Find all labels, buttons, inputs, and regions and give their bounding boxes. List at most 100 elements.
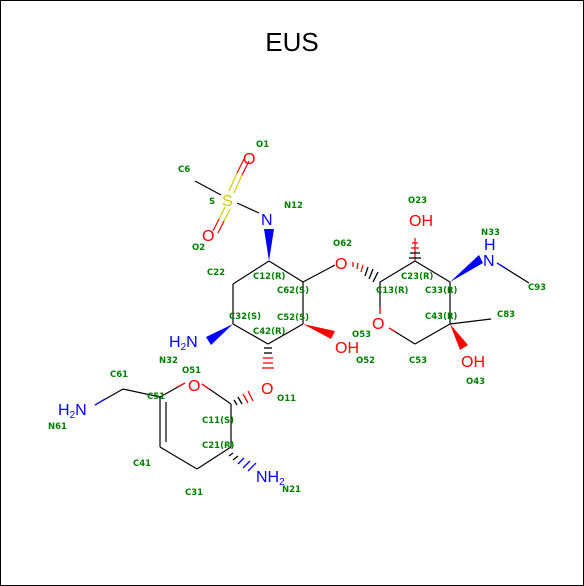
atom-n61: H2N — [58, 402, 87, 421]
label-n21: N21 — [282, 485, 301, 495]
bond-o51-c11-red — [201, 383, 210, 390]
hash-c42-o11 — [264, 347, 272, 354]
hash-c11-o11 — [233, 396, 243, 406]
label-o23: O23 — [408, 196, 427, 206]
bond-s-o1-a — [228, 172, 238, 192]
hash-c42-o11-red — [262, 357, 274, 369]
atom-n33-n: N — [483, 253, 495, 270]
atom-o1: O — [243, 151, 255, 168]
atom-o53: O — [372, 316, 384, 333]
bond-c52-c42 — [267, 323, 304, 345]
label-c22: C22 — [207, 268, 225, 278]
bond-c23-c33 — [414, 260, 451, 283]
bond-c43-c53 — [414, 323, 451, 345]
label-n32: N32 — [159, 356, 178, 366]
atom-n12: N — [261, 212, 273, 229]
label-c32: C32(S) — [229, 312, 261, 322]
atom-n21: NH2 — [256, 469, 285, 488]
label-c61: C61 — [110, 370, 128, 380]
label-c23: C23(R) — [401, 272, 433, 282]
hash-o62-c13-black — [364, 266, 379, 283]
bond-c12-c62 — [268, 260, 304, 283]
wedge-c12-n12 — [264, 229, 274, 261]
label-s: S — [209, 197, 215, 207]
label-c12: C12(R) — [253, 272, 285, 282]
bond-c13-c23 — [379, 260, 416, 283]
label-c6: C6 — [178, 165, 190, 175]
bond-s-o2-d — [217, 220, 225, 234]
hash-c23-o23 — [411, 242, 419, 249]
atom-n33-h: H — [484, 237, 496, 254]
label-o52: O52 — [356, 356, 375, 366]
atom-o2: O — [202, 228, 214, 245]
label-n61: N61 — [48, 422, 67, 432]
label-c62: C62(S) — [277, 286, 309, 296]
atom-o52: OH — [335, 340, 359, 357]
atom-o11: O — [261, 381, 273, 398]
bond-c12-c22 — [232, 260, 270, 285]
bond-s-o1-d — [241, 160, 250, 176]
label-c21: C21(R) — [202, 441, 234, 451]
atom-o51: O — [188, 378, 200, 395]
hash-o62-c13 — [352, 262, 364, 273]
label-c42: C42(R) — [253, 327, 285, 337]
bond-c6-s — [194, 180, 222, 196]
label-c52: C52(S) — [277, 313, 309, 323]
label-n12: N12 — [284, 201, 303, 211]
molecule-title: EUS — [265, 27, 319, 57]
bond-s-o1-c — [233, 174, 243, 194]
bond-c62-o62 — [302, 264, 336, 283]
label-c83: C83 — [497, 310, 515, 320]
bond-s-o1-b — [236, 158, 245, 174]
bond-c51-o51-red — [176, 382, 186, 388]
bond-o53-red2 — [388, 327, 397, 333]
bond-s-o2-c — [223, 208, 231, 222]
label-o51: O51 — [182, 366, 201, 376]
atom-n32: H2N — [169, 334, 198, 353]
hash-bonds — [228, 242, 421, 472]
hash-c21-n21-blue — [237, 457, 257, 472]
wedge-c32-n32 — [206, 324, 233, 345]
wedge-c33-n33 — [450, 255, 483, 282]
label-c43: C43(R) — [425, 312, 457, 322]
label-c33: C33(R) — [425, 286, 457, 296]
label-c31: C31 — [185, 488, 203, 498]
label-n33: N33 — [481, 228, 500, 238]
wedge-bonds — [206, 229, 483, 350]
atom-o62: O — [335, 256, 347, 273]
wedge-c52-o52 — [303, 324, 335, 339]
bond-c21-c31 — [196, 446, 232, 470]
hash-c21-n21 — [228, 452, 239, 461]
label-c11: C11(S) — [202, 416, 234, 426]
label-o1: O1 — [256, 140, 269, 150]
atom-o43: OH — [461, 354, 485, 371]
label-c53: C53 — [409, 356, 427, 366]
label-o11: O11 — [277, 394, 296, 404]
atom-names: O1 C6 S N12 O2 C22 C12(R) C62(S) O62 C32… — [48, 140, 546, 498]
hash-c11-o11-red — [242, 390, 254, 404]
hash-c23-o23-black — [409, 252, 421, 259]
wedge-c43-o43 — [450, 324, 468, 350]
bond-c51-c61 — [122, 388, 161, 398]
label-o62: O62 — [333, 239, 352, 249]
label-c93: C93 — [528, 283, 546, 293]
label-c51: C51 — [147, 392, 165, 402]
bond-n61-blue — [94, 398, 106, 406]
label-o53: O53 — [352, 330, 371, 340]
label-c41: C41 — [133, 459, 151, 469]
label-o2: O2 — [192, 243, 205, 253]
bonds — [94, 180, 530, 470]
label-o43: O43 — [466, 377, 485, 387]
atom-o23: OH — [409, 213, 433, 230]
bond-c31-c41 — [159, 446, 198, 470]
bond-s-o2-a — [218, 206, 226, 220]
bond-s-o2-b — [212, 218, 220, 232]
label-c13: C13(R) — [376, 286, 408, 296]
atom-symbols: N S O O O O OH N H OH OH H2N O O H2N NH2 — [58, 151, 496, 488]
bond-s-n12 — [236, 202, 260, 214]
bond-n33-blue — [496, 262, 508, 270]
bond-c32-c42 — [232, 323, 269, 345]
bond-c43-c83 — [449, 318, 492, 325]
